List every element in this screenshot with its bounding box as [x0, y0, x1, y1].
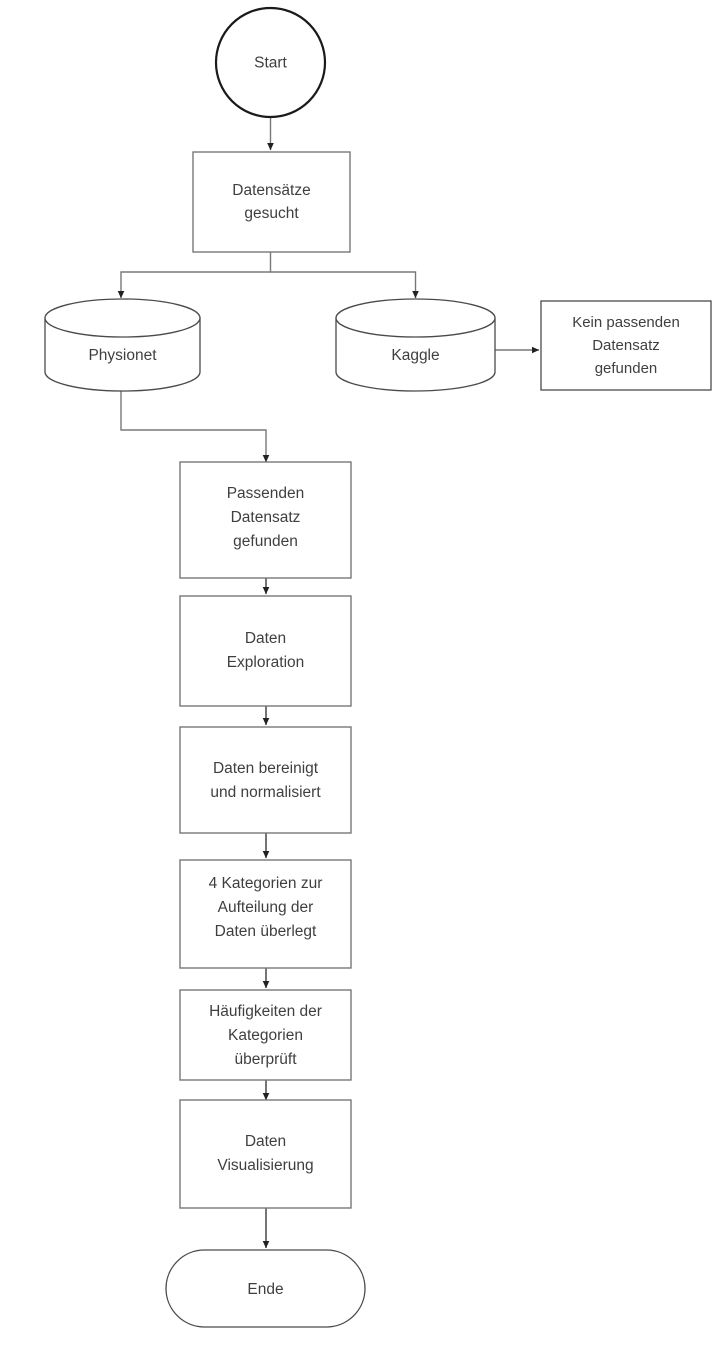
node-haeufigkeiten[interactable]: Häufigkeiten der Kategorien überprüft: [179, 989, 352, 1081]
edge-datensaetze-to-physionet: [117, 252, 272, 299]
node-daten-visualisierung-label-line1: Daten: [245, 1133, 286, 1150]
node-start-label: Start: [254, 55, 287, 72]
kaggle-cylinder-top: [335, 298, 496, 338]
daten-bereinigt-box-shape: [179, 726, 352, 834]
edge-datensaetze-to-kaggle: [270, 271, 419, 299]
node-passenden-label-line2: Datensatz: [231, 509, 301, 526]
node-ende[interactable]: Ende: [165, 1249, 366, 1328]
ende-stadium-shape: [165, 1249, 366, 1328]
node-datensaetze-gesucht-label-line1: Datensätze: [232, 182, 310, 199]
node-vier-kategorien-label-line2: Aufteilung der: [218, 899, 314, 916]
node-passenden-datensatz-gefunden[interactable]: Passenden Datensatz gefunden: [179, 461, 352, 579]
node-daten-exploration-label-line2: Exploration: [227, 654, 305, 671]
node-datensaetze-gesucht-label-line2: gesucht: [244, 205, 299, 222]
node-daten-visualisierung[interactable]: Daten Visualisierung: [179, 1099, 352, 1209]
node-daten-bereinigt[interactable]: Daten bereinigt und normalisiert: [179, 726, 352, 834]
node-start[interactable]: Start: [214, 6, 327, 119]
physionet-cylinder-body: [44, 317, 201, 392]
node-kein-passender-label-line2: Datensatz: [592, 337, 660, 354]
node-kaggle[interactable]: Kaggle: [335, 298, 496, 392]
node-datensaetze-gesucht[interactable]: Datensätze gesucht: [192, 151, 351, 253]
node-ende-label: Ende: [247, 1281, 283, 1298]
haeufigkeiten-box-shape: [179, 989, 352, 1081]
node-kein-passender-datensatz[interactable]: Kein passenden Datensatz gefunden: [540, 300, 712, 391]
daten-visualisierung-box-shape: [179, 1099, 352, 1209]
edge-physionet-to-passenden: [120, 390, 270, 463]
node-kein-passender-label-line1: Kein passenden: [572, 314, 680, 331]
node-daten-bereinigt-label-line1: Daten bereinigt: [213, 760, 319, 777]
node-vier-kategorien[interactable]: 4 Kategorien zur Aufteilung der Daten üb…: [179, 859, 352, 969]
node-physionet[interactable]: Physionet: [44, 298, 201, 392]
daten-exploration-box-shape: [179, 595, 352, 707]
node-vier-kategorien-label-line1: 4 Kategorien zur: [209, 875, 323, 892]
node-daten-exploration-label-line1: Daten: [245, 630, 286, 647]
node-daten-exploration[interactable]: Daten Exploration: [179, 595, 352, 707]
datensaetze-gesucht-box-shape: [192, 151, 351, 253]
kein-passender-datensatz-box-shape: [540, 300, 712, 391]
node-vier-kategorien-label-line3: Daten überlegt: [215, 923, 317, 940]
kaggle-cylinder-body: [335, 317, 496, 392]
start-circle-shape: [214, 6, 327, 119]
passenden-datensatz-box-shape: [179, 461, 352, 579]
node-haeufigkeiten-label-line1: Häufigkeiten der: [209, 1003, 322, 1020]
node-passenden-label-line1: Passenden: [227, 485, 305, 502]
node-passenden-label-line3: gefunden: [233, 533, 298, 550]
node-haeufigkeiten-label-line3: überprüft: [234, 1051, 297, 1068]
node-kein-passender-label-line3: gefunden: [595, 360, 658, 377]
node-physionet-label: Physionet: [88, 347, 157, 364]
node-haeufigkeiten-label-line2: Kategorien: [228, 1027, 303, 1044]
node-daten-bereinigt-label-line2: und normalisiert: [210, 784, 321, 801]
vier-kategorien-box-shape: [179, 859, 352, 969]
physionet-cylinder-top: [44, 298, 201, 338]
node-daten-visualisierung-label-line2: Visualisierung: [217, 1157, 313, 1174]
node-kaggle-label: Kaggle: [391, 347, 439, 364]
